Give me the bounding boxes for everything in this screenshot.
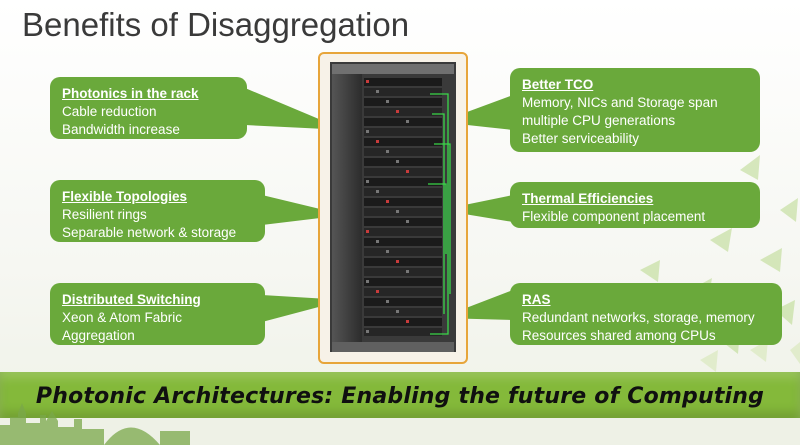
rack-unit: [364, 98, 442, 106]
rack-unit-led: [386, 250, 389, 253]
card-thermal-efficiencies: Thermal Efficiencies Flexible component …: [510, 182, 760, 228]
rack-unit-led: [406, 320, 409, 323]
card-flexible-topologies: Flexible Topologies Resilient rings Sepa…: [50, 180, 265, 242]
banner-text: Photonic Architectures: Enabling the fut…: [35, 384, 765, 409]
card-heading: Distributed Switching: [62, 292, 201, 307]
rack-unit: [364, 248, 442, 256]
rack-unit-led: [366, 130, 369, 133]
rack-unit: [364, 168, 442, 176]
rack-unit-led: [396, 160, 399, 163]
rack-unit-led: [406, 170, 409, 173]
rack-unit-led: [376, 290, 379, 293]
card-line: multiple CPU generations: [522, 113, 676, 128]
rack-unit-led: [386, 300, 389, 303]
rack-unit: [364, 88, 442, 96]
rack-unit-led: [376, 90, 379, 93]
rack-unit-led: [406, 270, 409, 273]
rack-unit: [364, 208, 442, 216]
rack-unit-led: [406, 120, 409, 123]
rack-unit: [364, 158, 442, 166]
card-line: Cable reduction: [62, 104, 157, 119]
rack-unit-led: [376, 190, 379, 193]
card-line: Separable network & storage: [62, 225, 237, 240]
card-line: Aggregation: [62, 328, 135, 343]
rack-unit-led: [366, 280, 369, 283]
card-better-tco: Better TCO Memory, NICs and Storage span…: [510, 68, 760, 152]
rack-unit: [364, 218, 442, 226]
rack-unit: [364, 118, 442, 126]
card-line: Flexible component placement: [522, 209, 706, 224]
rack-unit: [364, 288, 442, 296]
rack-unit-led: [406, 220, 409, 223]
rack-unit-led: [386, 150, 389, 153]
rack-unit: [364, 238, 442, 246]
rack-unit-led: [366, 230, 369, 233]
rack-unit-led: [376, 240, 379, 243]
card-line: Memory, NICs and Storage span: [522, 95, 718, 110]
card-line: Resources shared among CPUs: [522, 328, 716, 343]
card-line: Resilient rings: [62, 207, 147, 222]
card-heading: Photonics in the rack: [62, 86, 199, 101]
card-line: Redundant networks, storage, memory: [522, 310, 755, 325]
footer-banner: [0, 372, 800, 418]
rack-unit: [364, 318, 442, 326]
rack-unit: [364, 268, 442, 276]
rack-unit-led: [386, 200, 389, 203]
rack-unit: [364, 308, 442, 316]
card-heading: Thermal Efficiencies: [522, 191, 654, 206]
rack-unit-led: [396, 210, 399, 213]
slide-title: Benefits of Disaggregation: [22, 6, 410, 43]
rack-unit: [364, 178, 442, 186]
rack-unit: [364, 258, 442, 266]
rack-unit-led: [396, 310, 399, 313]
rack-unit-led: [396, 260, 399, 263]
rack-unit: [364, 228, 442, 236]
card-distributed-switching: Distributed Switching Xeon & Atom Fabric…: [50, 283, 265, 345]
card-line: Better serviceability: [522, 131, 640, 146]
rack-unit-led: [376, 140, 379, 143]
rack-unit: [364, 148, 442, 156]
rack-unit: [364, 198, 442, 206]
card-ras: RAS Redundant networks, storage, memory …: [510, 283, 782, 345]
rack-unit-led: [366, 330, 369, 333]
rack-unit: [364, 278, 442, 286]
city-skyline-silhouette: [0, 403, 190, 445]
rack-unit: [364, 78, 442, 86]
card-heading: Flexible Topologies: [62, 189, 188, 204]
card-heading: Better TCO: [522, 77, 594, 92]
rack-unit: [364, 188, 442, 196]
rack-unit: [364, 128, 442, 136]
rack-unit-led: [386, 100, 389, 103]
card-heading: RAS: [522, 292, 551, 307]
card-photonics: Photonics in the rack Cable reduction Ba…: [50, 77, 247, 139]
rack-unit: [364, 328, 442, 336]
server-rack-image: [330, 62, 456, 352]
rack-unit-led: [366, 180, 369, 183]
rack-unit-led: [396, 110, 399, 113]
card-line: Bandwidth increase: [62, 122, 180, 137]
rack-unit: [364, 298, 442, 306]
rack-unit-led: [366, 80, 369, 83]
rack-unit: [364, 108, 442, 116]
rack-unit: [364, 138, 442, 146]
card-line: Xeon & Atom Fabric: [62, 310, 183, 325]
